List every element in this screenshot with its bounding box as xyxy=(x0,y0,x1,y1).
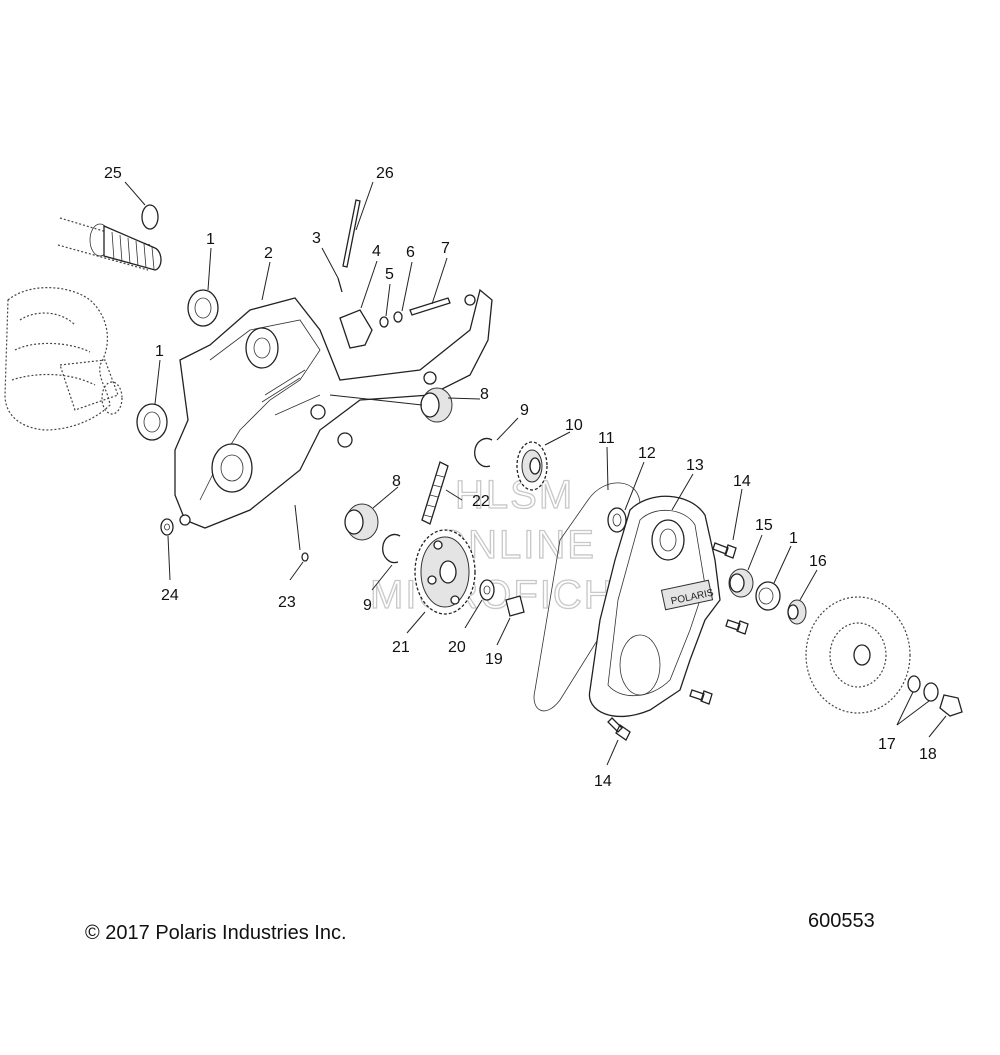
callout-1-right: 1 xyxy=(789,530,798,547)
callout-15: 15 xyxy=(755,517,773,534)
part-8-bearing-upper xyxy=(420,387,453,423)
callout-11: 11 xyxy=(598,430,615,447)
part-9-snap-ring-lower xyxy=(382,533,401,564)
callout-13: 13 xyxy=(686,457,704,474)
part-14-bolt-lower xyxy=(607,717,631,741)
part-12-seal xyxy=(607,507,627,533)
callout-9-lower: 9 xyxy=(363,597,372,614)
callout-1-upper: 1 xyxy=(206,231,215,248)
copyright-notice: © 2017 Polaris Industries Inc. xyxy=(85,922,347,944)
part-25-o-ring xyxy=(141,204,159,230)
callout-20: 20 xyxy=(448,639,466,656)
brake-disc-reference xyxy=(805,596,911,714)
watermark-line-3: MICROFICHE xyxy=(370,573,643,617)
part-3-dowel-pin xyxy=(337,277,343,293)
callout-23: 23 xyxy=(278,594,296,611)
callout-26: 26 xyxy=(376,165,394,182)
callout-17: 17 xyxy=(878,736,896,753)
callout-1-left: 1 xyxy=(155,343,164,360)
callout-21: 21 xyxy=(392,639,410,656)
part-20-washer xyxy=(479,579,495,601)
part-1-seal-upper xyxy=(187,289,219,327)
part-17-washer-b xyxy=(923,682,939,702)
callout-4: 4 xyxy=(372,243,381,260)
watermark: HLSM ONLINE MICROFICHE xyxy=(369,472,643,617)
watermark-line-1: HLSM xyxy=(455,473,574,517)
part-10-upper-sprocket xyxy=(516,441,548,491)
part-8-bearing-lower xyxy=(344,503,379,541)
callout-10: 10 xyxy=(565,417,583,434)
callout-2: 2 xyxy=(264,245,273,262)
part-22-chain xyxy=(421,461,449,525)
part-23-plug xyxy=(301,552,309,562)
part-1-seal-lower xyxy=(136,403,168,441)
part-15-bearing xyxy=(728,568,754,598)
callout-12: 12 xyxy=(638,445,656,462)
part-26-shaft-pin xyxy=(342,199,361,268)
part-24-nut xyxy=(160,518,174,536)
part-14-bolt-right xyxy=(689,689,713,705)
engine-reference-outline xyxy=(4,217,162,431)
part-17-washer-a xyxy=(907,675,921,693)
callout-22: 22 xyxy=(472,493,490,510)
part-5-washer xyxy=(379,316,389,328)
callout-24: 24 xyxy=(161,587,179,604)
callout-9-upper: 9 xyxy=(520,402,529,419)
callout-5: 5 xyxy=(385,266,394,283)
part-4-tensioner-block xyxy=(339,309,373,349)
part-6-nut xyxy=(393,311,403,323)
part-2-chaincase-housing xyxy=(174,288,493,529)
callout-18: 18 xyxy=(919,746,937,763)
leader-lines xyxy=(124,181,947,766)
callout-25: 25 xyxy=(104,165,122,182)
part-9-snap-ring-upper xyxy=(474,437,493,468)
figure-number: 600553 xyxy=(808,910,875,932)
part-7-bolt xyxy=(409,297,451,316)
part-14-bolt-middle xyxy=(725,619,749,635)
part-21-lower-gear xyxy=(414,529,476,615)
part-13-chaincase-cover: POLARIS xyxy=(588,495,721,718)
part-1-seal-right xyxy=(755,581,781,611)
callout-8-upper: 8 xyxy=(480,386,489,403)
callout-6: 6 xyxy=(406,244,415,261)
part-14-bolt-upper xyxy=(712,542,737,559)
callout-3: 3 xyxy=(312,230,321,247)
callout-19: 19 xyxy=(485,651,503,668)
callout-14-upper: 14 xyxy=(733,473,751,490)
callout-7: 7 xyxy=(441,240,450,257)
callout-labels: 25 26 1 2 3 4 5 6 7 1 8 9 10 11 12 13 14… xyxy=(104,165,937,790)
part-18-bolt xyxy=(939,694,963,717)
part-16-spacer xyxy=(787,599,807,625)
callout-16: 16 xyxy=(809,553,827,570)
part-19-plug xyxy=(505,595,525,617)
callout-14-lower: 14 xyxy=(594,773,612,790)
callout-8-lower: 8 xyxy=(392,473,401,490)
